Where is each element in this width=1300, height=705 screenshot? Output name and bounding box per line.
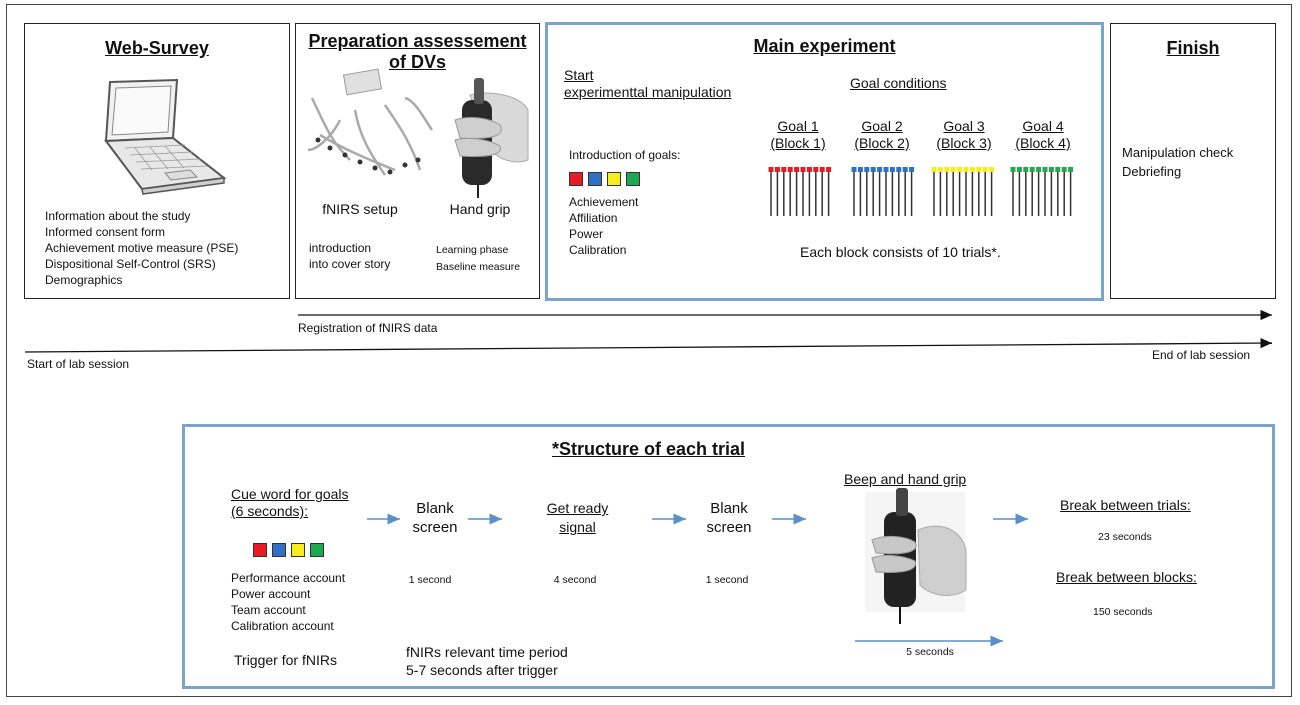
cue-color-squares bbox=[253, 543, 329, 562]
handgrip-note: Learning phase Baseline measure bbox=[436, 244, 521, 273]
outer-frame bbox=[6, 4, 1292, 697]
trials-note: Each block consists of 10 trials*. bbox=[800, 244, 1001, 260]
list-item: Manipulation check bbox=[1122, 145, 1234, 160]
blue-square bbox=[588, 172, 602, 186]
relevant-period: fNIRs relevant time period 5-7 seconds a… bbox=[406, 644, 568, 678]
finish-list: Manipulation check Debriefing bbox=[1122, 143, 1233, 181]
list-item: Demographics bbox=[45, 273, 123, 287]
beep-time: 5 seconds bbox=[906, 646, 954, 658]
fnirs-note: introduction into cover story bbox=[309, 241, 391, 271]
list-item: Achievement bbox=[569, 195, 639, 209]
beep-hand-grip-label: Beep and hand grip bbox=[844, 471, 967, 487]
web-survey-list: Information about the study Informed con… bbox=[45, 208, 285, 288]
list-item: Performance account bbox=[231, 571, 346, 585]
list-item: Information about the study bbox=[45, 209, 191, 223]
red-square bbox=[569, 172, 583, 186]
goal-3-label: Goal 3 (Block 3) bbox=[936, 118, 992, 151]
list-item: Power account bbox=[231, 587, 311, 601]
cue-word-title: Cue word for goals (6 seconds): bbox=[231, 486, 349, 519]
goal-types-list: Achievement Affiliation Power Calibratio… bbox=[569, 194, 638, 258]
list-item: Affiliation bbox=[569, 211, 618, 225]
list-item: Power bbox=[569, 227, 604, 241]
registration-label: Registration of fNIRS data bbox=[298, 321, 438, 335]
trigger-label: Trigger for fNIRs bbox=[234, 652, 337, 668]
preparation-title: Preparation assessement of DVs bbox=[308, 31, 527, 72]
break-blocks-time: 150 seconds bbox=[1093, 606, 1153, 618]
get-ready-signal: Get ready signal bbox=[546, 500, 609, 535]
list-item: Calibration bbox=[569, 243, 627, 257]
accounts-list: Performance account Power account Team a… bbox=[231, 570, 345, 634]
goal-1-label: Goal 1 (Block 1) bbox=[770, 118, 826, 151]
green-square bbox=[626, 172, 640, 186]
blue-square bbox=[272, 543, 286, 557]
ready-time: 4 second bbox=[553, 574, 597, 586]
break-trials-time: 23 seconds bbox=[1098, 531, 1152, 543]
start-manipulation: Start experimenttal manipulation bbox=[564, 67, 732, 100]
blank-screen-2: Blank screen bbox=[706, 500, 752, 536]
blank-1-time: 1 second bbox=[408, 574, 452, 586]
web-survey-title: Web-Survey bbox=[105, 38, 209, 58]
intro-goals-label: Introduction of goals: bbox=[569, 148, 681, 162]
green-square bbox=[310, 543, 324, 557]
main-experiment-title: Main experiment bbox=[753, 36, 896, 56]
list-item: Debriefing bbox=[1122, 164, 1182, 179]
red-square bbox=[253, 543, 267, 557]
goal-color-squares bbox=[569, 172, 645, 191]
list-item: Achievement motive measure (PSE) bbox=[45, 241, 239, 255]
preparation-box bbox=[295, 23, 540, 299]
finish-title: Finish bbox=[1166, 38, 1220, 58]
trial-structure-title: *Structure of each trial bbox=[551, 439, 746, 459]
trial-structure-box bbox=[182, 424, 1275, 689]
list-item: Dispositional Self-Control (SRS) bbox=[45, 257, 216, 271]
goal-4-label: Goal 4 (Block 4) bbox=[1015, 118, 1071, 151]
fnirs-setup-label: fNIRS setup bbox=[322, 201, 398, 217]
break-trials-label: Break between trials: bbox=[1060, 497, 1191, 513]
end-session-label: End of lab session bbox=[1152, 348, 1251, 362]
list-item: Calibration account bbox=[231, 619, 334, 633]
list-item: Team account bbox=[231, 603, 306, 617]
goal-2-label: Goal 2 (Block 2) bbox=[854, 118, 910, 151]
finish-box bbox=[1110, 23, 1276, 299]
blank-2-time: 1 second bbox=[705, 574, 749, 586]
start-session-label: Start of lab session bbox=[27, 357, 130, 371]
hand-grip-label: Hand grip bbox=[449, 201, 511, 217]
break-blocks-label: Break between blocks: bbox=[1056, 569, 1197, 585]
web-survey-box bbox=[24, 23, 290, 299]
yellow-square bbox=[607, 172, 621, 186]
list-item: Informed consent form bbox=[45, 225, 166, 239]
main-experiment-box bbox=[545, 22, 1104, 301]
yellow-square bbox=[291, 543, 305, 557]
goal-conditions-label: Goal conditions bbox=[850, 75, 947, 91]
blank-screen-1: Blank screen bbox=[412, 500, 458, 536]
